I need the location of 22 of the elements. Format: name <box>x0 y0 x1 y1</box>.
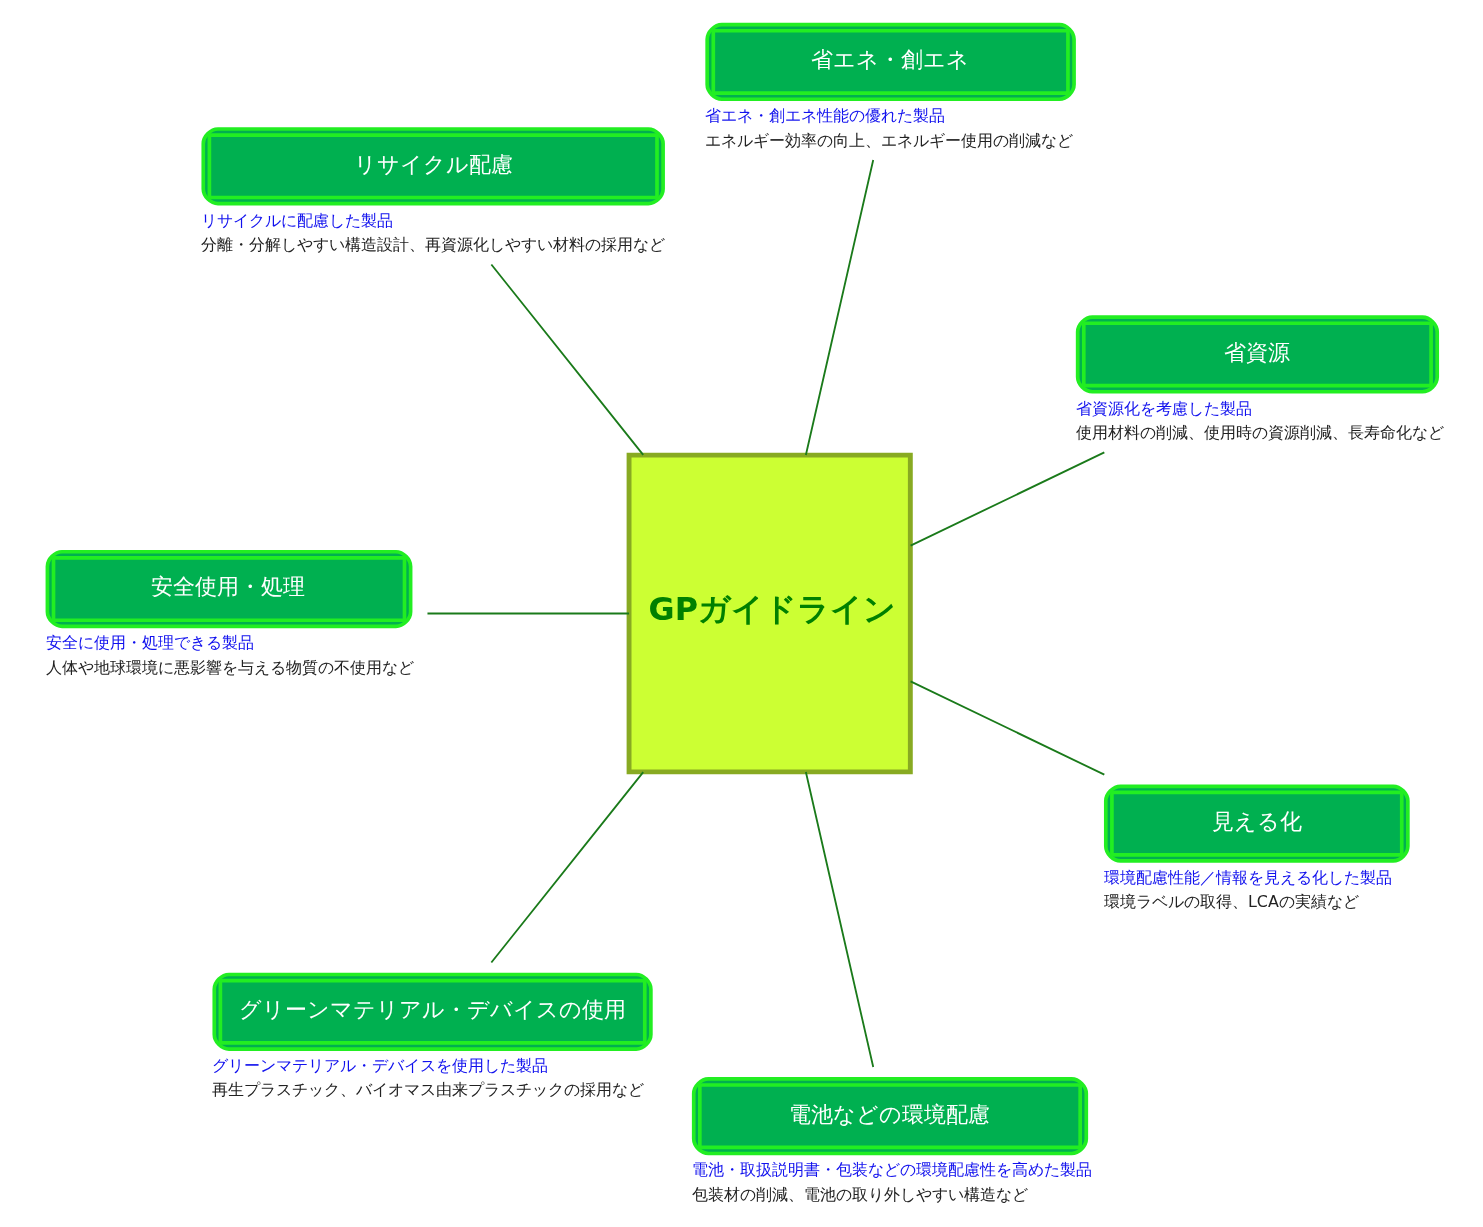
connector <box>804 159 874 456</box>
node-label: 安全に使用・処理できる製品 <box>45 633 254 653</box>
node-label: 電池・取扱説明書・包装などの環境配慮性を高めた製品 <box>691 1160 1092 1180</box>
connector <box>909 451 1105 547</box>
connector <box>426 612 630 615</box>
node-label: 再生プラスチック、バイオマス由来プラスチックの採用など <box>211 1080 644 1100</box>
node-label: 省資源化を考慮した製品 <box>1075 398 1252 418</box>
node-label: エネルギー効率の向上、エネルギー使用の削減など <box>704 130 1073 150</box>
connector <box>489 263 644 456</box>
node-box: GPガイドライン <box>626 452 913 775</box>
node-label: 環境ラベルの取得、LCAの実績など <box>1103 892 1359 912</box>
connector <box>804 771 874 1068</box>
node-label: 人体や地球環境に悪影響を与える物質の不使用など <box>45 657 414 677</box>
node-label: 使用材料の削減、使用時の資源削減、長寿命化など <box>1075 423 1444 443</box>
node-label: リサイクルに配慮した製品 <box>200 210 393 230</box>
node-label: 包装材の削減、電池の取り外しやすい構造など <box>691 1184 1028 1204</box>
node-label: 環境配慮性能／情報を見える化した製品 <box>1103 867 1392 887</box>
node-label: 省エネ・創エネ性能の優れた製品 <box>704 106 945 126</box>
node-label: 分離・分解しやすい構造設計、再資源化しやすい材料の採用など <box>200 234 665 254</box>
connector <box>909 680 1105 776</box>
connector <box>489 771 644 964</box>
node-label: グリーンマテリアル・デバイスを使用した製品 <box>211 1055 548 1075</box>
